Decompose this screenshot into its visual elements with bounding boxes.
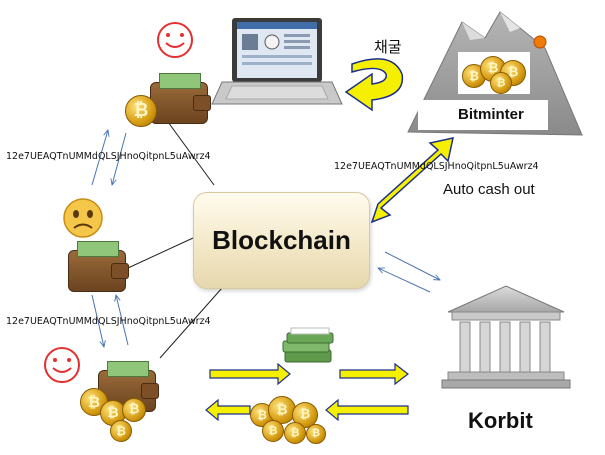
transfer-arrow	[116, 295, 129, 346]
mining-label: 채굴	[374, 39, 402, 56]
cash-arrow-to-exchange	[339, 362, 409, 386]
blockchain-node: Blockchain	[193, 192, 370, 289]
connector-bottom-wallet	[159, 287, 223, 359]
bitcoin-coin-icon: ₿	[110, 420, 132, 442]
pool-label: Bitminter	[458, 106, 524, 123]
transfer-arrow	[91, 294, 104, 347]
blockchain-connectors	[127, 121, 223, 359]
wallet-transfer-arrows	[91, 130, 440, 347]
bitcoin-coin-icon: ₿	[306, 424, 326, 444]
bitcoin-coin-icon: ₿	[490, 72, 512, 94]
transfer-arrow	[384, 251, 440, 280]
wallet-icon	[68, 241, 129, 292]
bitcoin-coin-icon: ₿	[122, 398, 146, 422]
bank-building-icon	[441, 285, 571, 389]
blockchain-label: Blockchain	[212, 225, 351, 255]
mining-arrow	[344, 58, 404, 112]
transfer-arrow	[112, 132, 127, 185]
bitcoin-coin-icon: ₿	[80, 388, 108, 416]
bitcoin-coin-icon: ₿	[125, 95, 157, 127]
connector-top-wallet	[167, 121, 215, 186]
bitcoin-coin-icon: ₿	[262, 420, 284, 442]
wallet-icon	[150, 73, 211, 124]
exchange-label: Korbit	[468, 408, 533, 433]
payout-address: 12e7UEAQTnUMMdQLSJHnoQitpnL5uAwrz4	[334, 161, 539, 172]
cash-arrow-to-exchange	[209, 362, 291, 386]
exchange-arrows	[205, 362, 409, 422]
transfer-arrow	[91, 130, 108, 186]
coin-arrow-from-exchange	[205, 398, 251, 422]
wallet-address: 12e7UEAQTnUMMdQLSJHnoQitpnL5uAwrz4	[6, 151, 211, 162]
auto-cash-out-label: Auto cash out	[443, 181, 535, 198]
bitcoin-coin-icon: ₿	[284, 422, 306, 444]
transfer-arrow	[378, 268, 431, 293]
cash-stack-icon	[282, 327, 334, 363]
wallet-address: 12e7UEAQTnUMMdQLSJHnoQitpnL5uAwrz4	[6, 316, 211, 327]
happy-face-icon	[157, 22, 193, 58]
happy-face-icon	[44, 347, 80, 383]
connector-middle-wallet	[127, 237, 194, 269]
laptop-icon	[211, 18, 343, 105]
payout-arrow	[370, 137, 454, 224]
coin-arrow-from-exchange	[325, 398, 409, 422]
sad-face-icon	[63, 198, 103, 238]
